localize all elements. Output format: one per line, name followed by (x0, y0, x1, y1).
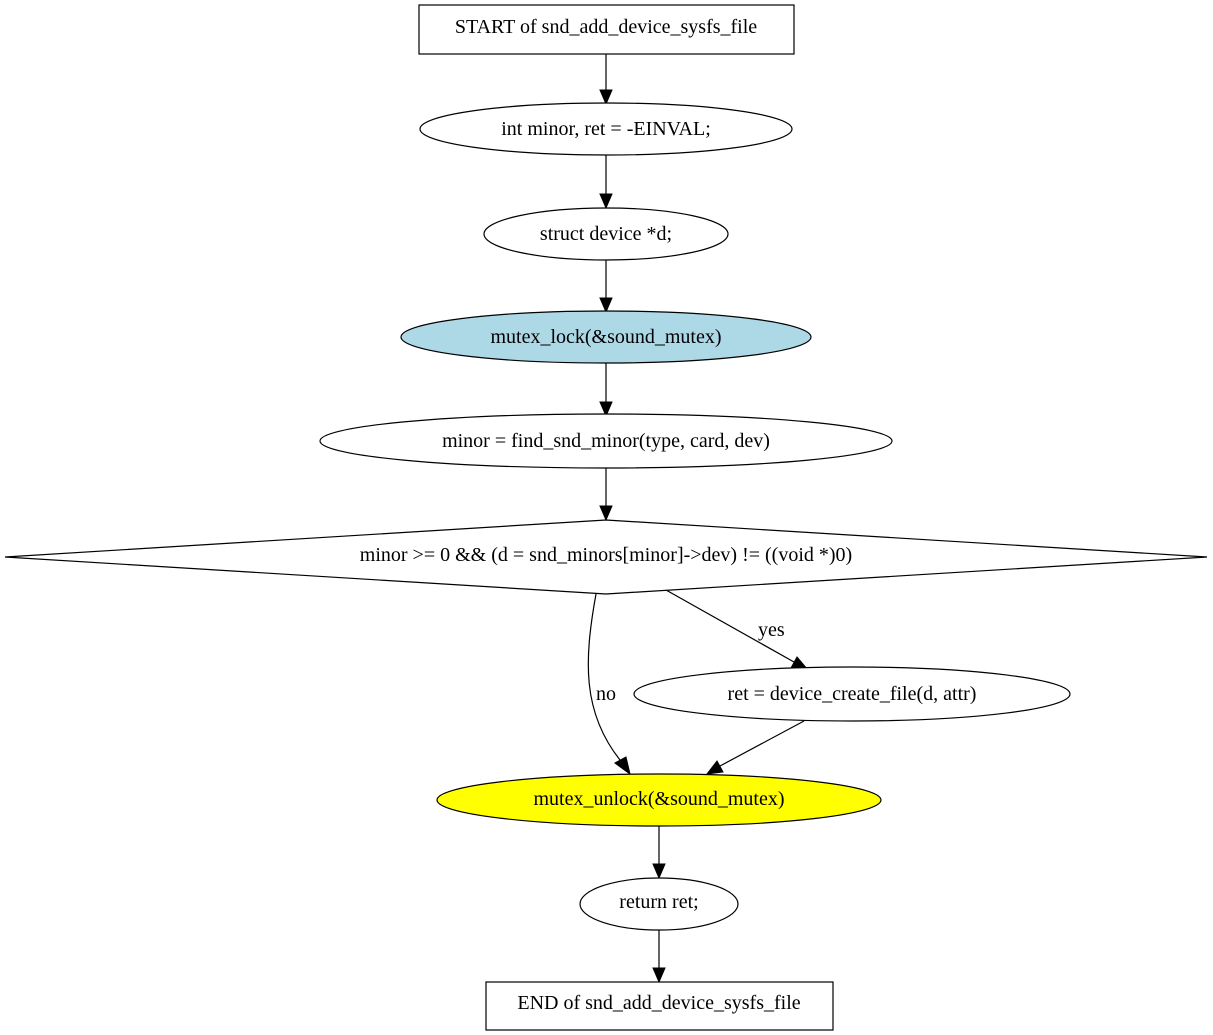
node-end-label: END of snd_add_device_sysfs_file (517, 992, 800, 1014)
node-lock-label: mutex_lock(&sound_mutex) (490, 326, 721, 348)
edge-decl-dev-to-lock (599, 260, 613, 314)
node-start: START of snd_add_device_sysfs_file (418, 4, 795, 55)
edge-unlock-to-return (652, 826, 666, 880)
node-lock: mutex_lock(&sound_mutex) (400, 310, 812, 364)
node-return: return ret; (579, 877, 739, 931)
node-start-label: START of snd_add_device_sysfs_file (455, 16, 757, 38)
node-create-file-label: ret = device_create_file(d, attr) (728, 683, 977, 705)
node-end: END of snd_add_device_sysfs_file (485, 981, 834, 1031)
edge-create-file-to-unlock (705, 720, 805, 775)
nodes: START of snd_add_device_sysfs_file int m… (4, 4, 1208, 1031)
edge-label-no: no (596, 683, 616, 705)
node-decl-dev: struct device *d; (483, 207, 729, 261)
edges: yes no (587, 54, 810, 984)
edge-start-to-decl-ret (599, 54, 613, 106)
node-condition: minor >= 0 && (d = snd_minors[minor]->de… (4, 519, 1208, 595)
node-create-file: ret = device_create_file(d, attr) (633, 666, 1071, 722)
node-condition-label: minor >= 0 && (d = snd_minors[minor]->de… (360, 544, 852, 566)
node-find-minor-label: minor = find_snd_minor(type, card, dev) (442, 430, 770, 452)
node-unlock-label: mutex_unlock(&sound_mutex) (533, 788, 784, 810)
edge-label-yes: yes (758, 619, 785, 641)
edge-lock-to-find-minor (599, 363, 613, 418)
node-decl-ret: int minor, ret = -EINVAL; (419, 102, 793, 156)
edge-return-to-end (652, 930, 666, 984)
edge-condition-no: no (587, 593, 631, 776)
node-return-label: return ret; (619, 891, 698, 913)
node-find-minor: minor = find_snd_minor(type, card, dev) (319, 413, 893, 469)
node-decl-ret-label: int minor, ret = -EINVAL; (501, 118, 711, 140)
node-decl-dev-label: struct device *d; (540, 223, 672, 245)
node-unlock: mutex_unlock(&sound_mutex) (436, 773, 882, 827)
edge-find-minor-to-condition (599, 468, 613, 522)
edge-condition-yes: yes (665, 589, 810, 671)
edge-decl-ret-to-decl-dev (599, 155, 613, 210)
